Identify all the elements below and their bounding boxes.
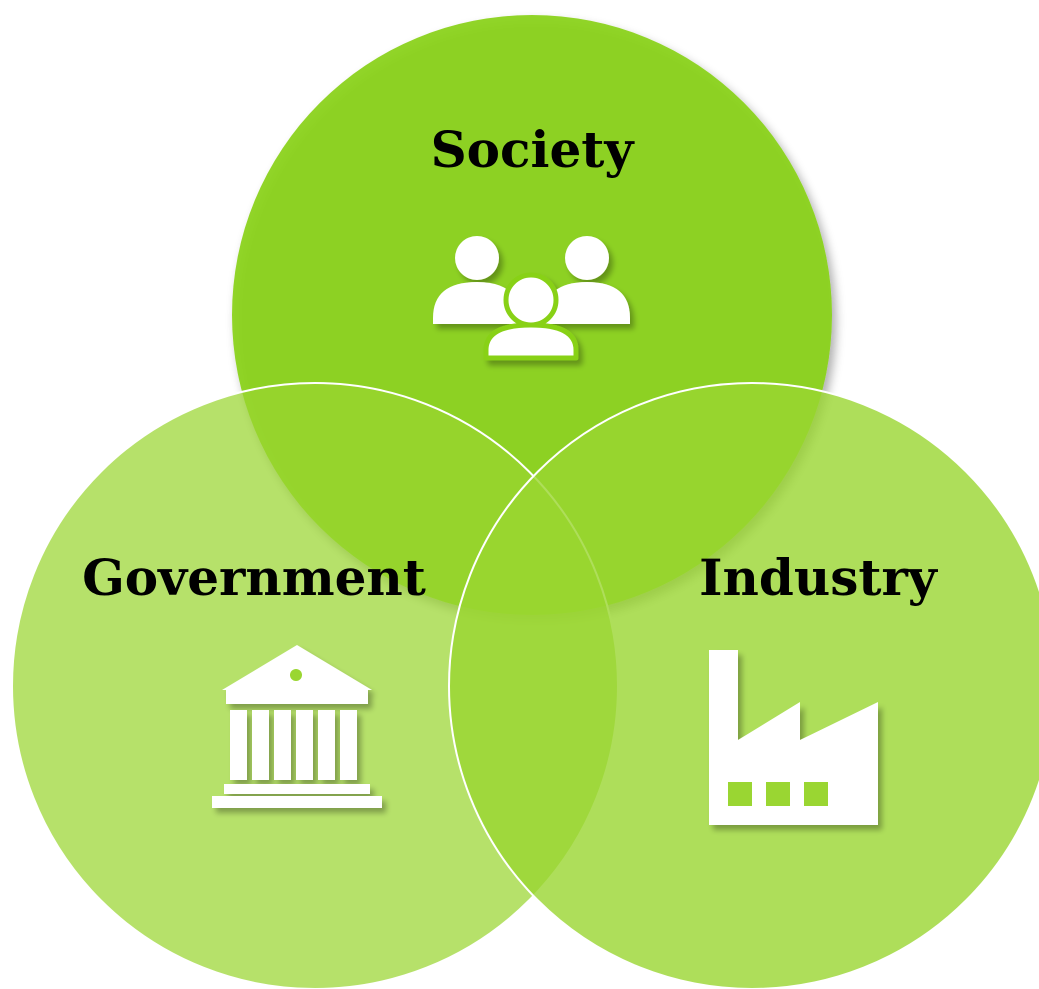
industry-circle: [448, 382, 1039, 989]
government-label: Government: [82, 548, 426, 607]
people-group-icon: [433, 236, 630, 361]
industry-label: Industry: [699, 548, 939, 607]
factory-icon: [709, 650, 878, 825]
society-label: Society: [431, 120, 636, 179]
government-building-icon: [212, 645, 382, 808]
